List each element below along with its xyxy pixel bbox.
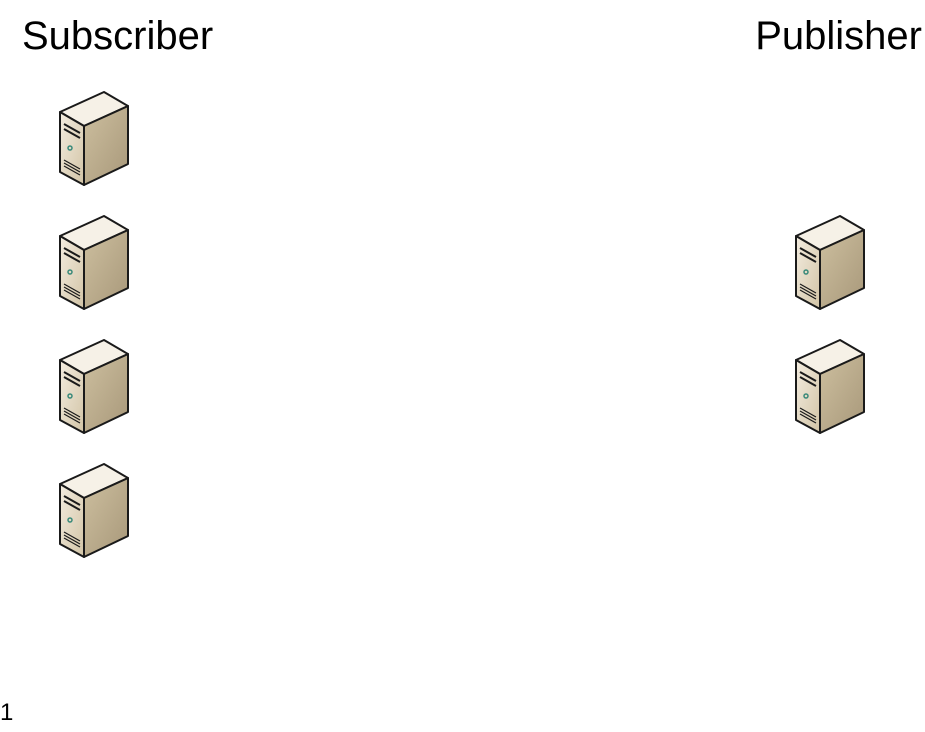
subscriber-server-1 (56, 88, 132, 188)
publisher-server-1 (792, 212, 868, 312)
server-icon (795, 339, 865, 434)
subscriber-server-4 (56, 460, 132, 560)
server-icon (59, 463, 129, 558)
server-icon (795, 215, 865, 310)
server-icon (59, 339, 129, 434)
subscriber-heading: Subscriber (22, 14, 214, 58)
subscriber-server-2 (56, 212, 132, 312)
server-icon (59, 215, 129, 310)
publisher-heading: Publisher (755, 14, 922, 58)
server-icon (59, 91, 129, 186)
subscriber-server-3 (56, 336, 132, 436)
publisher-server-2 (792, 336, 868, 436)
slide-number: 1 (0, 699, 14, 726)
